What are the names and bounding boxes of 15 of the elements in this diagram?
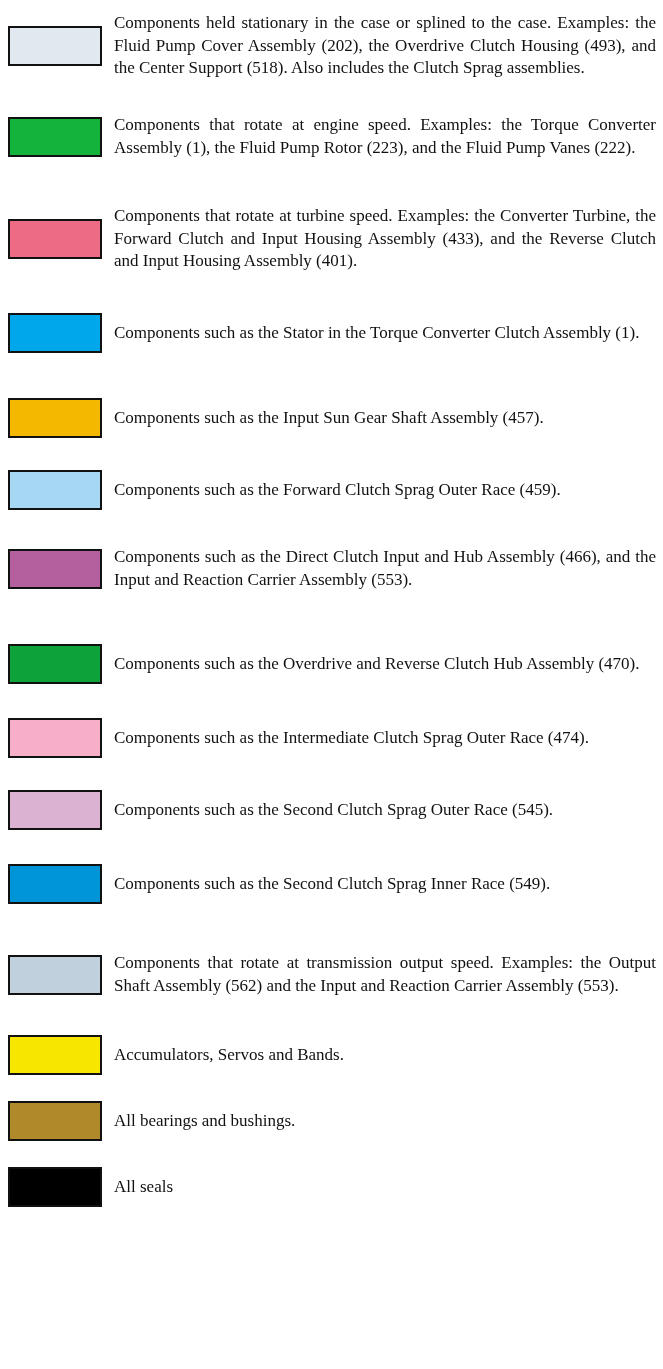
legend-text: Components such as the Overdrive and Reverse Clutch Hub Assembly (470). xyxy=(114,652,641,675)
legend-text: Components such as the Forward Clutch Sprag Outer Race (459). xyxy=(114,478,562,501)
legend-text: Components such as the Intermediate Clutch Sprag Outer Race (474). xyxy=(114,726,590,749)
legend-text: Components such as the Second Clutch Sprag Outer Race (545). xyxy=(114,798,555,821)
legend-text: Components that rotate at transmission output speed. Examples: the Output Shaft Assembly (562) and the Input and Reaction Carrier Assembly (553). xyxy=(114,952,656,997)
legend-text: All seals xyxy=(114,1175,175,1198)
legend-text: Accumulators, Servos and Bands. xyxy=(114,1043,345,1066)
legend-text: Components that rotate at turbine speed. Examples: the Converter Turbine, the Forward Clutch and Input Housing Assembly (433), and the Reverse Clutch and Input Housing Assembly (401). xyxy=(114,205,656,273)
legend-text: All bearings and bushings. xyxy=(114,1109,297,1132)
legend-text: Components that rotate at engine speed. Examples: the Torque Converter Assembly (1), the Fluid Pump Rotor (223), and the Fluid Pump Vanes (222). xyxy=(114,114,656,159)
legend-text: Components such as the Stator in the Torque Converter Clutch Assembly (1). xyxy=(114,321,641,344)
legend-text: Components such as the Input Sun Gear Shaft Assembly (457). xyxy=(114,406,545,429)
legend-text: Components held stationary in the case or splined to the case. Examples: the Fluid Pump Cover Assembly (202), the Overdrive Clutch Housing (493), and the Center Support (518). Also includes the Clutch Sprag assemblies. xyxy=(114,12,656,80)
legend-text: Components such as the Second Clutch Sprag Inner Race (549). xyxy=(114,872,552,895)
legend-text: Components such as the Direct Clutch Input and Hub Assembly (466), and the Input and Reaction Carrier Assembly (553). xyxy=(114,546,656,591)
